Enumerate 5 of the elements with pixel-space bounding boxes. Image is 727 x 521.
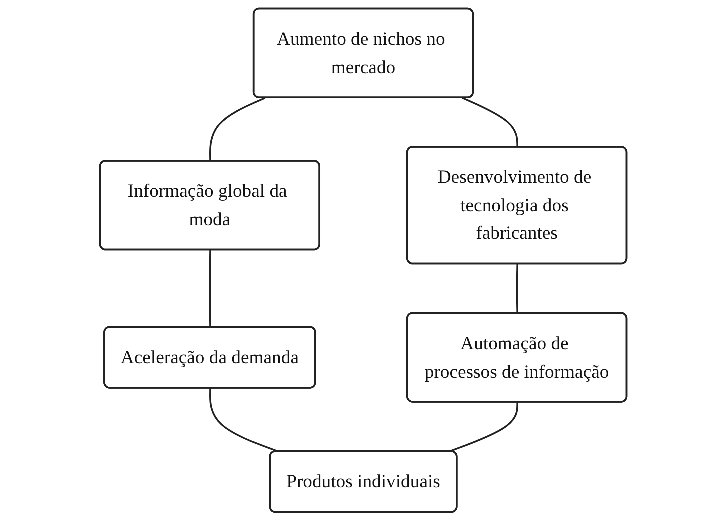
connector — [516, 264, 518, 314]
connector — [462, 97, 518, 148]
connector — [448, 402, 518, 453]
connector — [209, 250, 212, 328]
connector — [210, 97, 266, 162]
